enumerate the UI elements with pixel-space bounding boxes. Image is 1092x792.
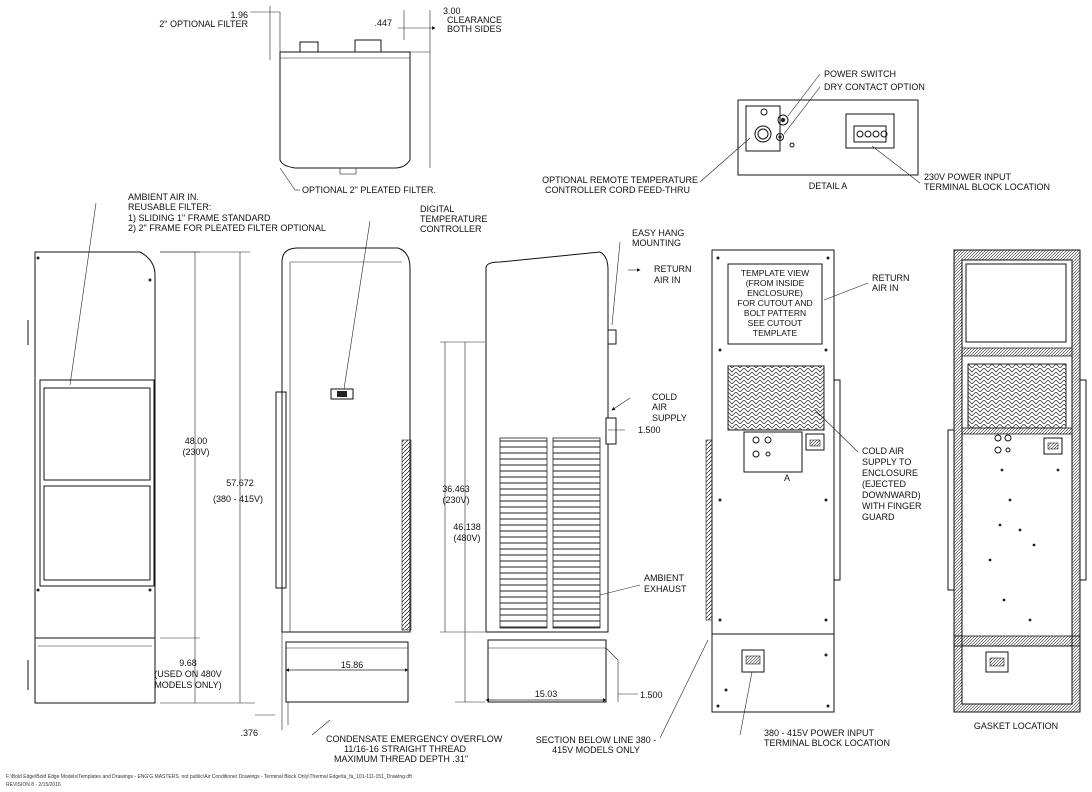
rear-view	[440, 241, 641, 703]
power-input-label-1: 230V POWER INPUT	[924, 172, 1012, 182]
section-label-2: 415V MODELS ONLY	[552, 745, 640, 755]
easy-hang-label-2: MOUNTING	[632, 238, 681, 248]
dimension-46138: 46.138	[453, 522, 481, 532]
remote-temp-label-1: OPTIONAL REMOTE TEMPERATURE	[542, 175, 698, 185]
digital-temp-label-2: TEMPERATURE	[420, 214, 487, 224]
dimension-48: 48.00	[185, 436, 208, 446]
detail-reference-a: A	[784, 473, 790, 483]
ambient-air-leader	[69, 202, 97, 386]
condensate-label-1: CONDENSATE EMERGENCY OVERFLOW	[326, 734, 503, 744]
cold-air-label-2: AIR	[652, 402, 668, 412]
power-380-label-2: TERMINAL BLOCK LOCATION	[764, 738, 890, 748]
template-label-1: TEMPLATE VIEW	[741, 268, 809, 278]
dimension-36463: 36.463	[442, 484, 470, 494]
power-switch-label: POWER SWITCH	[824, 69, 896, 79]
top-offset-dimension: .447	[374, 18, 392, 28]
return-air-label-1: RETURN	[654, 264, 692, 274]
cold-supply-label-5: DOWNWARD)	[862, 490, 921, 500]
clearance-label-1: CLEARANCE	[447, 15, 502, 25]
dimension-376: .376	[240, 728, 258, 738]
template-label-6: SEE CUTOUT	[748, 318, 803, 328]
template-label-4: FOR CUTOUT AND	[737, 298, 812, 308]
filter-dimension-label: 2" OPTIONAL FILTER	[159, 19, 248, 29]
cold-supply-label-2: SUPPLY TO	[862, 457, 911, 467]
template-label-2: (FROM INSIDE	[746, 278, 805, 288]
power-380-label-1: 380 - 415V POWER INPUT	[764, 728, 875, 738]
cold-supply-label-3: ENCLOSURE	[862, 468, 918, 478]
cold-air-label-3: SUPPLY	[652, 413, 687, 423]
clearance-dimension: 3.00	[443, 6, 461, 16]
dimension-48-sub: (230V)	[182, 447, 209, 457]
section-label-1: SECTION BELOW LINE 380 -	[536, 735, 657, 745]
revision-note: REVISION 8 - 2/15/2016	[6, 782, 61, 788]
dimension-36463-sub: (230V)	[442, 495, 469, 505]
ambient-exhaust-label-2: EXHAUST	[644, 584, 687, 594]
ambient-air-label-1: AMBIENT AIR IN.	[128, 192, 199, 202]
dimension-968: 9.68	[179, 658, 197, 668]
template-view	[659, 249, 869, 739]
template-label-3: ENCLOSURE)	[747, 288, 803, 298]
cold-supply-label-4: (EJECTED	[862, 479, 907, 489]
return-air-b-label-2: AIR IN	[872, 283, 899, 293]
template-label-7: TEMPLATE	[753, 328, 798, 338]
side-view	[275, 220, 412, 736]
dimension-57672: 57.672	[226, 478, 254, 488]
power-input-label-2: TERMINAL BLOCK LOCATION	[924, 182, 1050, 192]
dimension-1500-a: 1.500	[638, 425, 661, 435]
condensate-label-2: 11/16-16 STRAIGHT THREAD	[344, 744, 467, 754]
dry-contact-label: DRY CONTACT OPTION	[824, 82, 925, 92]
condensate-label-3: MAXIMUM THREAD DEPTH .31"	[334, 754, 468, 764]
dimension-1500-b: 1.500	[640, 690, 663, 700]
ambient-air-label-3: 1) SLIDING 1" FRAME STANDARD	[128, 213, 271, 223]
ambient-air-label-2: REUSABLE FILTER:	[128, 202, 211, 212]
front-view-left	[27, 251, 275, 716]
return-air-label-2: AIR IN	[654, 275, 681, 285]
ambient-air-label-4: 2) 2" FRAME FOR PLEATED FILTER OPTIONAL	[128, 223, 326, 233]
return-air-b-label-1: RETURN	[872, 273, 910, 283]
gasket-view	[947, 249, 1087, 713]
dimension-1503: 15.03	[535, 689, 558, 699]
dimension-968-sub-2: MODELS ONLY)	[154, 680, 221, 690]
dimension-57672-sub: (380 - 415V)	[213, 494, 263, 504]
dimension-46138-sub: (480V)	[453, 533, 480, 543]
dimension-968-sub-1: (USED ON 480V	[154, 669, 222, 679]
detail-a-label: DETAIL A	[809, 181, 848, 191]
cold-supply-label-7: GUARD	[862, 512, 895, 522]
clearance-label-2: BOTH SIDES	[447, 24, 502, 34]
ambient-exhaust-label-1: AMBIENT	[644, 573, 685, 583]
cold-air-label-1: COLD	[652, 392, 678, 402]
filter-dimension: 1.96	[230, 10, 248, 20]
dimension-1586: 15.86	[341, 660, 364, 670]
file-path: F:\Bold Edge\Bold Edge Models\Templates …	[6, 774, 412, 780]
easy-hang-label-1: EASY HANG	[632, 228, 684, 238]
remote-temp-label-2: CONTROLLER CORD FEED-THRU	[545, 185, 690, 195]
template-label-5: BOLT PATTERN	[744, 308, 806, 318]
digital-temp-label-1: DIGITAL	[420, 204, 454, 214]
pleated-filter-label: OPTIONAL 2" PLEATED FILTER.	[302, 185, 436, 195]
detail-a	[699, 73, 921, 184]
gasket-location-label: GASKET LOCATION	[974, 721, 1058, 731]
digital-temp-label-3: CONTROLLER	[420, 224, 482, 234]
cold-supply-label-6: WITH FINGER	[862, 501, 922, 511]
top-view	[250, 6, 436, 191]
cold-supply-label-1: COLD AIR	[862, 446, 905, 456]
